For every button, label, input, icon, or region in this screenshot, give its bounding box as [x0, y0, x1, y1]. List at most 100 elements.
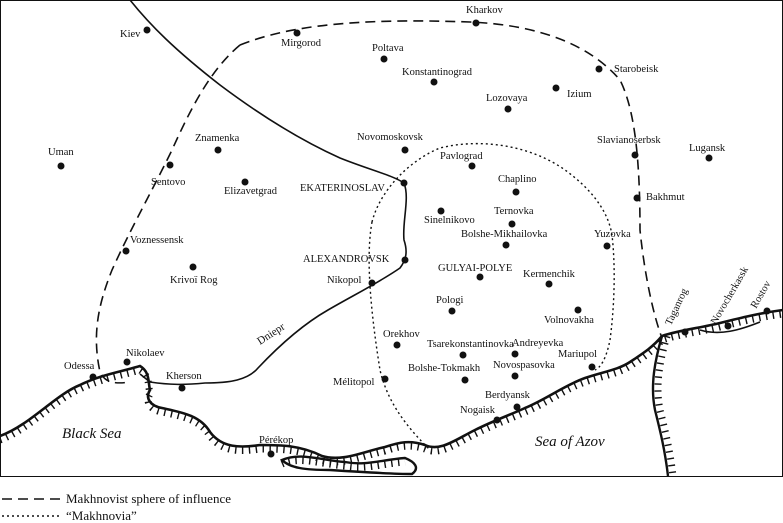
city-dot — [681, 328, 689, 336]
city-dot — [631, 151, 639, 159]
city-dot — [472, 19, 480, 27]
city-dot — [724, 322, 732, 330]
city-label-slavianoserbsk: Slavianoserbsk — [597, 135, 661, 146]
city-label-novospasovka: Novospasovka — [493, 360, 555, 371]
city-dot — [705, 154, 713, 162]
city-label-orekhov: Orekhov — [383, 329, 420, 340]
city-dot — [476, 273, 484, 281]
city-label-starobeisk: Starobeisk — [614, 64, 659, 75]
city-dot — [430, 78, 438, 86]
city-label-bakhmut: Bakhmut — [646, 192, 685, 203]
city-dot — [380, 55, 388, 63]
city-label-sentovo: Sentovo — [151, 177, 185, 188]
city-label-berdyansk: Berdyansk — [485, 390, 531, 401]
city-dot — [502, 241, 510, 249]
cities: Kiev Mirgorod Kharkov Poltava Konstantin… — [48, 5, 774, 458]
city-dot — [588, 363, 596, 371]
black-sea-label: Black Sea — [62, 426, 122, 442]
city-label-uman: Uman — [48, 147, 74, 158]
city-label-konstantinograd: Konstantinograd — [402, 67, 473, 78]
city-dot — [178, 384, 186, 392]
city-label-taganrog: Taganrog — [664, 286, 691, 327]
city-dot — [89, 373, 97, 381]
city-dot — [368, 279, 376, 287]
city-dot — [504, 105, 512, 113]
city-label-gulyai-polye: GULYAI-POLYE — [438, 263, 512, 274]
city-dot — [166, 161, 174, 169]
city-dot — [508, 220, 516, 228]
dniepr-river — [129, 0, 408, 386]
city-dot — [459, 351, 467, 359]
sea-of-azov-label: Sea of Azov — [535, 434, 605, 450]
city-dot — [493, 416, 501, 424]
city-label-sinelnikovo: Sinelnikovo — [424, 215, 475, 226]
city-dot — [513, 403, 521, 411]
city-dot — [381, 375, 389, 383]
city-label-nogaisk: Nogaisk — [460, 405, 496, 416]
city-dot — [143, 26, 151, 34]
city-label-novomoskovsk: Novomoskovsk — [357, 132, 424, 143]
city-label-voznessensk: Voznessensk — [130, 235, 184, 246]
city-label-pavlograd: Pavlograd — [440, 151, 483, 162]
city-label-pologi: Pologi — [436, 295, 464, 306]
makhnovia-boundary — [368, 143, 615, 451]
city-dot — [267, 450, 275, 458]
city-label-izium: Izium — [567, 89, 592, 100]
city-dot — [400, 179, 408, 187]
city-dot — [122, 247, 130, 255]
city-dot — [401, 256, 409, 264]
coastline — [0, 308, 783, 477]
city-dot — [468, 162, 476, 170]
city-label-elizavetgrad: Elizavetgrad — [224, 186, 278, 197]
city-dot — [401, 146, 409, 154]
city-label-kharkov: Kharkov — [466, 5, 503, 16]
city-dot — [574, 306, 582, 314]
city-label-lugansk: Lugansk — [689, 143, 726, 154]
city-label-kiev: Kiev — [120, 29, 141, 40]
city-dot — [552, 84, 560, 92]
city-dot — [293, 29, 301, 37]
city-label-poltava: Poltava — [372, 43, 404, 54]
city-dot — [603, 242, 611, 250]
city-label-znamenka: Znamenka — [195, 133, 240, 144]
city-dot — [241, 178, 249, 186]
city-dot — [57, 162, 65, 170]
city-label-alexandrovsk: ALEXANDROVSK — [303, 254, 390, 265]
city-dot — [511, 372, 519, 380]
legend-makhnovia-label: “Makhnovia” — [66, 508, 137, 523]
city-label-yuzovka: Yuzovka — [594, 229, 631, 240]
city-label-perekop: Pérékop — [259, 435, 293, 446]
legend: Makhnovist sphere of influence “Makhnovi… — [2, 491, 231, 523]
city-label-tsarekonstantinovka: Tsarekonstantinovka — [427, 339, 514, 350]
city-label-mariupol: Mariupol — [558, 349, 597, 360]
city-label-kermenchik: Kermenchik — [523, 269, 576, 280]
city-dot — [214, 146, 222, 154]
city-dot — [393, 341, 401, 349]
city-label-lozovaya: Lozovaya — [486, 93, 528, 104]
sphere-of-influence-boundary — [95, 20, 663, 384]
city-label-chaplino: Chaplino — [498, 174, 537, 185]
city-dot — [461, 376, 469, 384]
city-label-mirgorod: Mirgorod — [281, 38, 322, 49]
city-label-kherson: Kherson — [166, 371, 202, 382]
city-dot — [633, 194, 641, 202]
city-dot — [189, 263, 197, 271]
city-label-volnovakha: Volnovakha — [544, 315, 594, 326]
city-label-bolshe-mikhailovka: Bolshe-Mikhailovka — [461, 229, 548, 240]
city-label-nikopol: Nikopol — [327, 275, 362, 286]
city-dot — [123, 358, 131, 366]
city-label-ternovka: Ternovka — [494, 206, 534, 217]
city-label-nikolaev: Nikolaev — [126, 348, 165, 359]
city-label-odessa: Odessa — [64, 361, 95, 372]
city-label-andreyevka: Andreyevka — [512, 338, 564, 349]
city-dot — [448, 307, 456, 315]
city-label-rostov: Rostov — [749, 279, 774, 311]
legend-sphere-label: Makhnovist sphere of influence — [66, 491, 231, 506]
city-label-ekaterinoslav: EKATERINOSLAV — [300, 183, 385, 194]
city-label-melitopol: Mélitopol — [333, 377, 374, 388]
map-frame — [0, 0, 783, 477]
city-label-bolshe-tokmakh: Bolshe-Tokmakh — [408, 363, 481, 374]
city-label-krivoi-rog: Krivoï Rog — [170, 275, 218, 286]
city-dot — [437, 207, 445, 215]
